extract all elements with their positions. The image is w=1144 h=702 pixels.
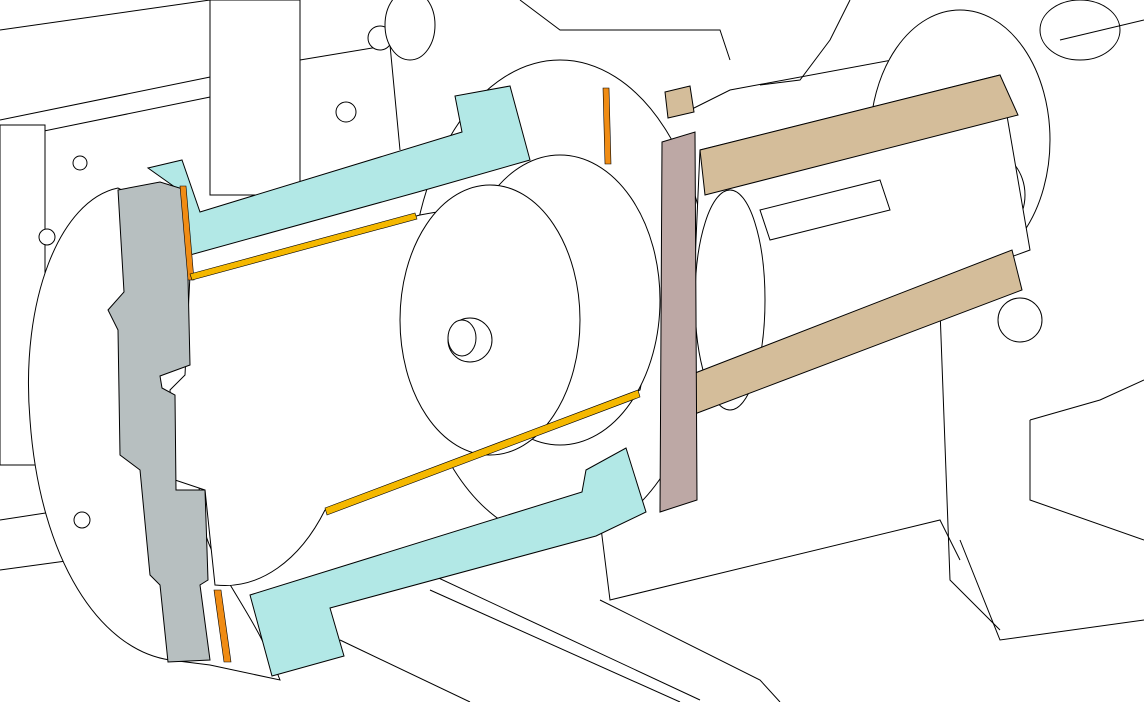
- rod-section-top: [664, 85, 695, 119]
- piston: [399, 154, 661, 456]
- seal-strip-upper-right: [602, 87, 612, 165]
- seal-strip-upper-left: [179, 185, 195, 281]
- seal-strip-lower-left: [213, 589, 232, 663]
- housing-section-lower: [249, 447, 647, 677]
- rod-section-upper: [699, 74, 1019, 196]
- liner-strip-lower: [324, 389, 641, 516]
- tie-rods: [664, 74, 1031, 416]
- flange-section: [107, 181, 211, 663]
- liner-strip-upper: [189, 212, 418, 281]
- end-plate-section: [659, 131, 698, 513]
